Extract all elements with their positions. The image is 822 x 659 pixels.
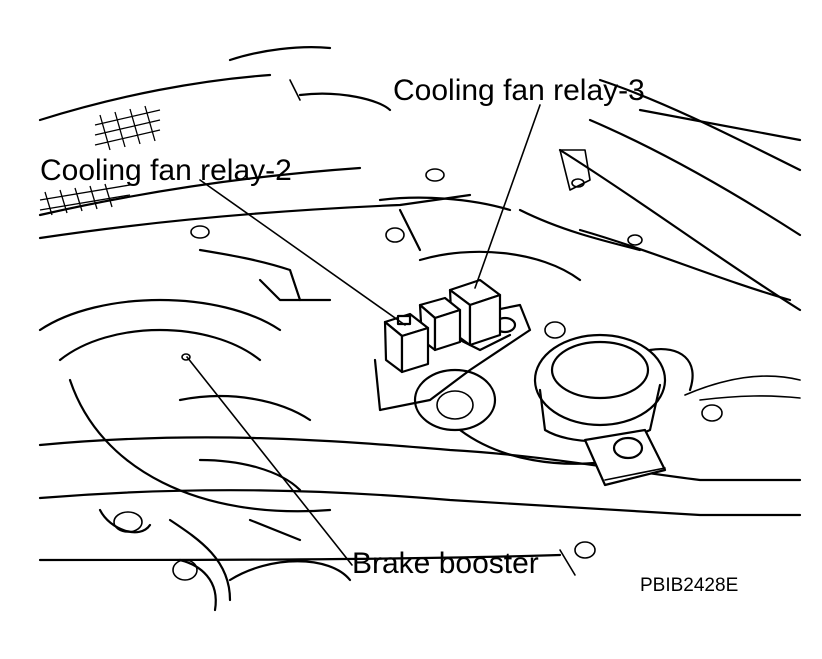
label-brake-booster: Brake booster [352, 547, 539, 580]
label-cooling-fan-relay-3: Cooling fan relay-3 [393, 74, 645, 107]
hood-panel [38, 46, 802, 312]
grille-hatch-upper [94, 105, 161, 151]
cooling-fan-relay-2 [383, 312, 430, 374]
cross-member [38, 436, 802, 562]
cowl-structure [190, 149, 643, 302]
figure-code: PBIB2428E [640, 575, 738, 596]
leader-lines [186, 104, 541, 566]
master-cylinder [413, 321, 801, 465]
brake-booster [38, 299, 332, 513]
label-cooling-fan-relay-2: Cooling fan relay-2 [40, 154, 292, 187]
lower-left-parts [98, 508, 596, 612]
grille-hatch-lower [39, 183, 131, 216]
bracket [583, 428, 667, 487]
